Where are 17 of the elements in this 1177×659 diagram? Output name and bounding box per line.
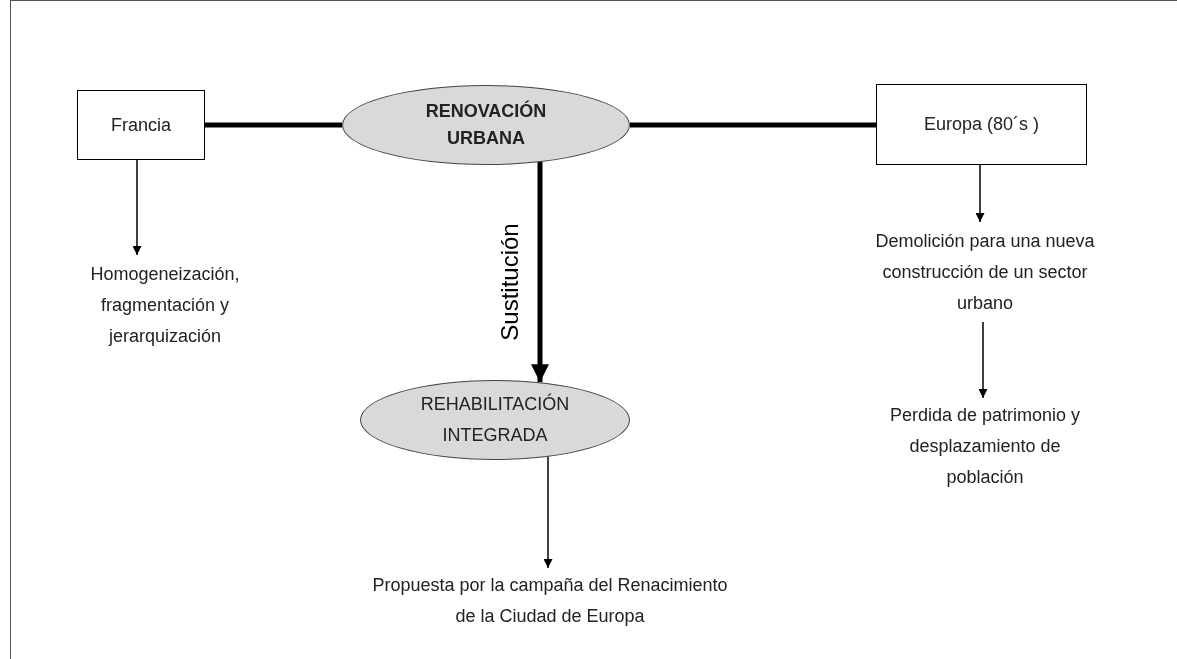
arrow xyxy=(975,164,985,223)
node-text: Europa (80´s ) xyxy=(923,113,1040,136)
node-text: Homogeneización, fragmentación y jerarquización xyxy=(89,262,241,348)
node-text: REHABILITACIÓN INTEGRADA xyxy=(419,392,571,447)
arrow xyxy=(531,162,549,383)
connector-line xyxy=(630,122,876,128)
arrow xyxy=(132,159,142,256)
label-box xyxy=(876,84,1087,165)
node-text: Demolición para una nueva construcción de un sector urbano xyxy=(874,229,1096,315)
node-text: Propuesta por la campaña del Renacimiento de la Ciudad de Europa xyxy=(371,574,729,628)
arrow xyxy=(543,456,553,569)
arrow xyxy=(978,321,988,399)
label-box xyxy=(77,90,205,160)
connector-line xyxy=(205,122,342,128)
node-text: RENOVACIÓN URBANA xyxy=(424,99,548,150)
node-text: Francia xyxy=(111,113,171,137)
node-text: Perdida de patrimonio y desplazamiento de población xyxy=(888,403,1082,489)
